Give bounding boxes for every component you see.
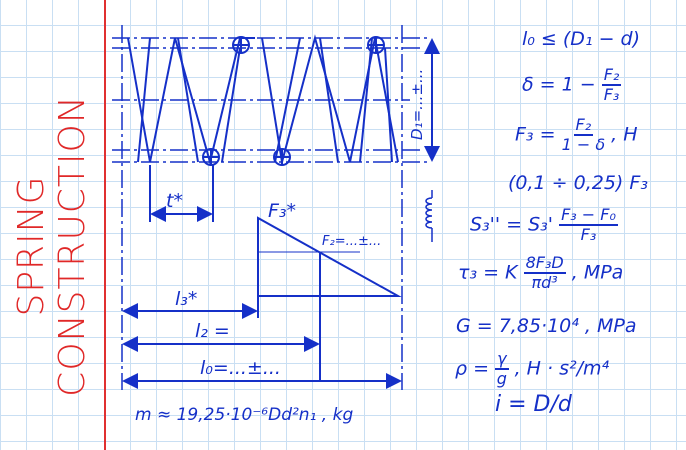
label-length-l0: l₀=...±... <box>200 357 281 379</box>
label-length-l2: l₂ = <box>195 320 230 342</box>
formula-free-length: l₀ ≤ (D₁ − d) <box>522 28 641 50</box>
force-diagram <box>257 216 402 380</box>
formula-shear-modulus: G = 7,85·10⁴ , MPa <box>456 315 637 337</box>
spring-symbol-icon <box>425 190 433 242</box>
formula-range: (0,1 ÷ 0,25) F₃ <box>508 172 648 194</box>
label-pitch: t* <box>166 190 183 212</box>
label-outer-diameter: D₁=...±... <box>408 68 426 140</box>
label-length-l3: l₃* <box>175 288 198 310</box>
spring-coils <box>127 34 399 166</box>
formula-spring-index: i = D/d <box>495 392 572 417</box>
label-force-f3: F₃* <box>268 200 297 222</box>
mass-formula: m ≈ 19,25·10⁻⁶Dd²n₁ , kg <box>135 405 354 425</box>
margin-line <box>104 0 106 450</box>
dimension-lines <box>122 38 440 389</box>
label-force-f2: F₂=...±... <box>322 234 382 249</box>
